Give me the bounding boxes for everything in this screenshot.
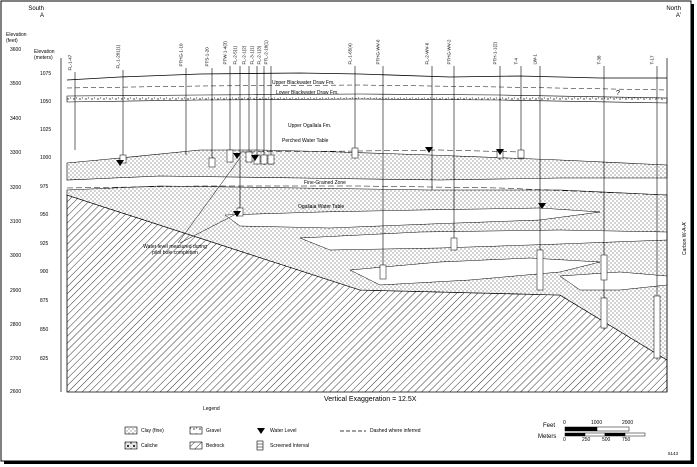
right-vertical-label: Carbon W-A-A' xyxy=(682,221,688,255)
well-label: PTHG-WV-2 xyxy=(446,39,452,65)
figure-id-label: 5143 xyxy=(668,451,679,456)
feet-tick: 3600 xyxy=(10,47,22,53)
meter-tick: 950 xyxy=(40,212,49,218)
scale-feet-label: Feet xyxy=(543,423,556,429)
scale-feet-tick: 0 xyxy=(563,420,566,426)
lower-blackwater-label: Lower Blackwater Draw Fm. xyxy=(276,90,339,96)
legend-water-level-label: Water Level xyxy=(270,428,297,434)
screened-interval-icon xyxy=(256,440,264,451)
feet-tick: 2900 xyxy=(10,288,22,294)
south-label: South xyxy=(28,6,44,12)
legend-screened-label: Screened Interval xyxy=(270,443,310,449)
caliche-swatch-icon xyxy=(124,441,138,450)
scale-meter-tick: 750 xyxy=(622,437,631,443)
screened-interval-icon-lines xyxy=(257,443,263,448)
meter-tick: 1075 xyxy=(40,71,52,77)
bedrock-hatch-icon xyxy=(189,441,203,450)
scale-meter-tick: 0 xyxy=(563,437,566,443)
query-mark: ? xyxy=(616,90,620,97)
meter-tick: 1050 xyxy=(40,99,52,105)
well-label: PTS-1-20 xyxy=(204,47,210,67)
well-label: PTL-2-10(1) xyxy=(263,40,269,65)
vertical-exaggeration-label: Vertical Exaggeration = 12.5X xyxy=(324,396,417,403)
well-label: LW-1 xyxy=(532,54,538,65)
well-label: FL-1-65(4) xyxy=(347,43,353,65)
well-label: FL-1-47 xyxy=(67,54,73,71)
legend-gravel-label: Gravel xyxy=(206,428,221,434)
water-level-markers xyxy=(116,147,546,217)
scale-feet-tick: 1000 xyxy=(591,420,603,426)
clay-lens-1 xyxy=(224,207,601,229)
meter-tick: 1025 xyxy=(40,127,52,133)
meter-tick: 1000 xyxy=(40,155,52,161)
water-level-triangle-icon xyxy=(257,428,265,434)
scale-feet-tick: 2000 xyxy=(622,420,634,426)
meter-tick: 975 xyxy=(40,184,49,190)
point-a-label: A xyxy=(39,13,44,19)
well-label: FL-3-1(1) xyxy=(249,45,255,65)
feet-tick: 2600 xyxy=(10,389,22,395)
well-label: T-38 xyxy=(596,55,602,65)
elevation-feet-label: Elevation (feet) xyxy=(6,32,27,44)
scale-meters-label: Meters xyxy=(538,434,557,440)
clay-swatch-icon xyxy=(124,426,138,435)
meter-tick: 875 xyxy=(40,298,49,304)
well-label: PTW-1-4(3) xyxy=(222,41,228,65)
ogallala-water-table-label: Ogallala Water Table xyxy=(298,204,345,210)
point-a-prime-label: A' xyxy=(675,13,681,19)
legend-title: Legend xyxy=(203,406,220,412)
meter-tick: 825 xyxy=(40,356,49,362)
feet-tick: 3300 xyxy=(10,150,22,156)
well-label: FL-2-5(1) xyxy=(232,45,238,65)
scale-meter-tick: 500 xyxy=(602,437,611,443)
upper-blackwater-contact xyxy=(66,84,668,91)
legend-clay-label: Clay (fine) xyxy=(141,428,164,434)
north-label: North xyxy=(666,6,681,12)
feet-tick: 2800 xyxy=(10,322,22,328)
scale-meter-tick: 250 xyxy=(582,437,591,443)
upper-blackwater-label: Upper Blackwater Draw Fm. xyxy=(272,80,335,86)
feet-tick: 3500 xyxy=(10,81,22,87)
callout-label: Water level measured during pilot hole c… xyxy=(143,244,207,256)
feet-tick: 3200 xyxy=(10,185,22,191)
well-label: T-17 xyxy=(649,55,655,65)
well-label: T-4 xyxy=(513,57,519,65)
screened-intervals xyxy=(119,147,661,359)
perched-water-table-label: Perched Water Table xyxy=(282,138,329,144)
well-label: FL-2-1(2) xyxy=(241,45,247,65)
well-label: FL-2-1(3) xyxy=(256,45,262,65)
elevation-meters-label: Elevation (meters) xyxy=(34,49,55,61)
meter-tick: 850 xyxy=(40,327,49,333)
ground-surface-line xyxy=(66,72,667,81)
gravel-swatch-icon xyxy=(189,426,203,435)
well-label: FL-1-201(1) xyxy=(115,44,121,69)
well-label: PTHG-WV-6 xyxy=(375,39,381,65)
feet-tick: 3000 xyxy=(10,253,22,259)
feet-tick: 3400 xyxy=(10,116,22,122)
feet-tick: 3100 xyxy=(10,219,22,225)
well-label: FL-2-WV-6 xyxy=(424,42,430,65)
scale-bar-feet xyxy=(564,426,630,432)
well-label: PTHG-1-10 xyxy=(178,43,184,67)
legend-caliche-label: Caliche xyxy=(141,443,158,449)
feet-tick: 2700 xyxy=(10,356,22,362)
scale-bar-meters xyxy=(564,432,646,437)
fine-grained-zone-line xyxy=(66,185,668,196)
fine-grained-zone-label: Fine-Grained Zone xyxy=(304,180,346,186)
meter-tick: 900 xyxy=(40,269,49,275)
well-label: PTH-1-1(2) xyxy=(492,41,498,65)
upper-ogallala-label: Upper Ogallala Fm. xyxy=(288,123,332,129)
legend-dashed-label: Dashed where inferred xyxy=(370,428,421,434)
legend-bedrock-label: Bedrock xyxy=(206,443,225,449)
meter-tick: 925 xyxy=(40,241,49,247)
